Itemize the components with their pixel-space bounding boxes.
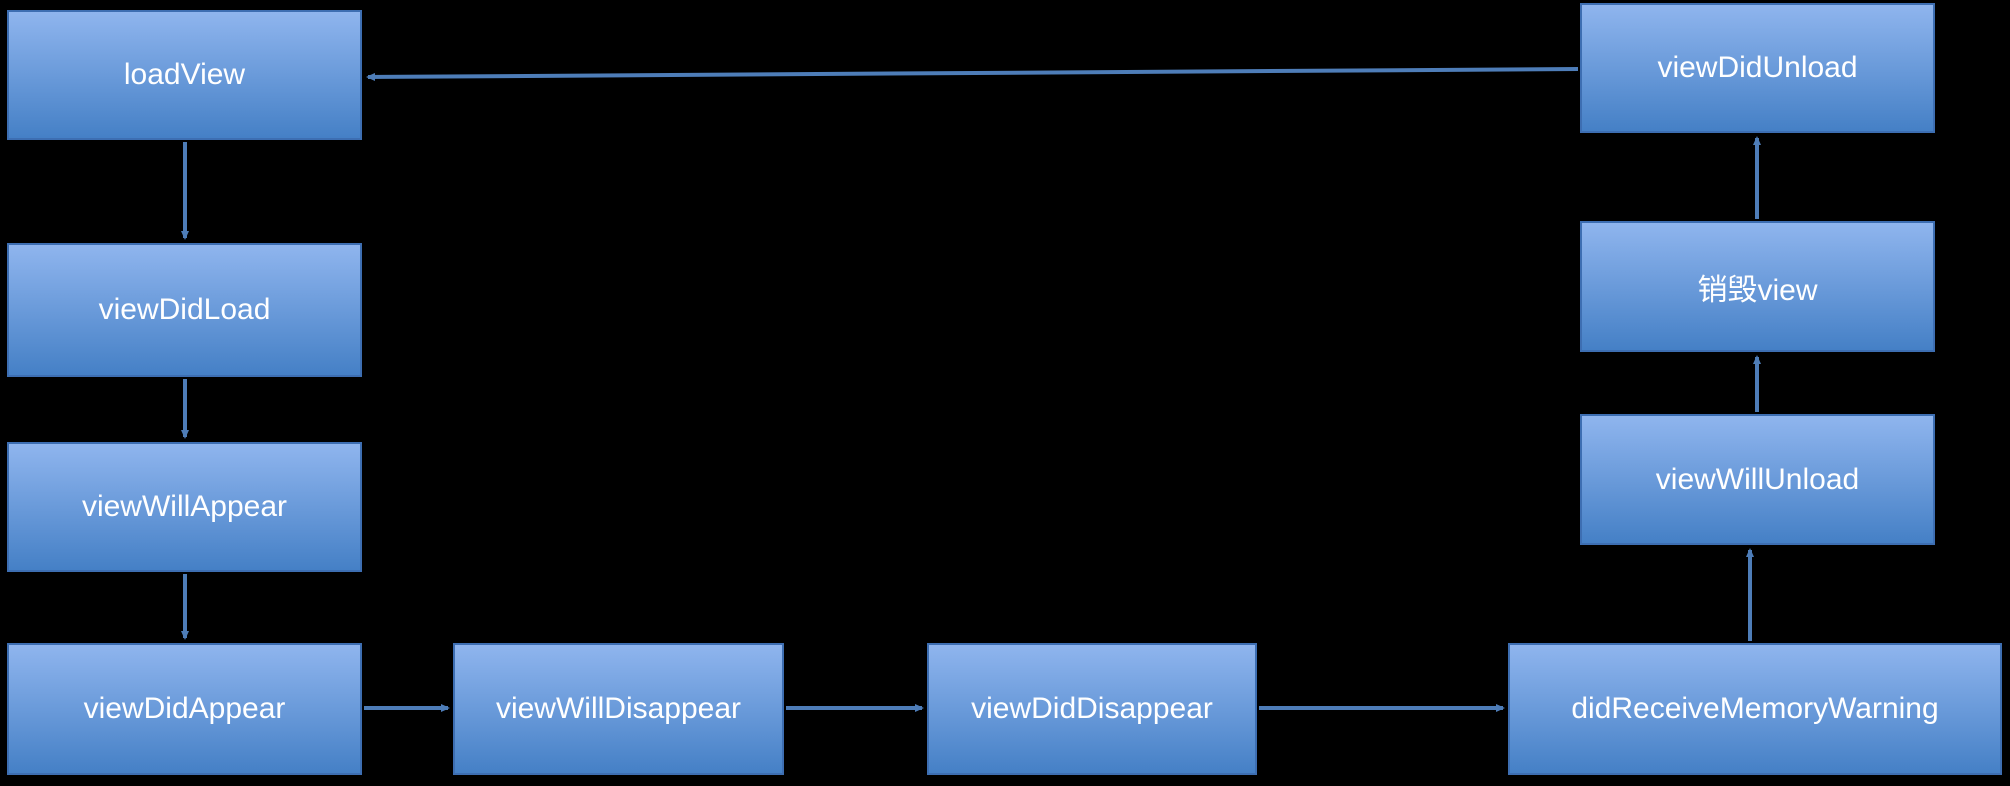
node-loadView: loadView (7, 10, 362, 140)
edge-viewDidUnload-to-loadView (366, 67, 1579, 81)
node-viewDidLoad: viewDidLoad (7, 243, 362, 377)
node-viewWillDisappear: viewWillDisappear (453, 643, 784, 775)
node-label: viewDidAppear (83, 692, 286, 725)
node-viewWillUnload: viewWillUnload (1580, 414, 1935, 545)
node-destroy-view: 销毁view (1580, 221, 1935, 352)
node-label: viewDidUnload (1657, 51, 1858, 84)
node-viewDidDisappear: viewDidDisappear (927, 643, 1257, 775)
node-label: viewWillAppear (81, 490, 288, 523)
node-viewDidAppear: viewDidAppear (7, 643, 362, 775)
node-label: didReceiveMemoryWarning (1571, 692, 1939, 725)
node-label: loadView (123, 58, 246, 91)
node-viewDidUnload: viewDidUnload (1580, 3, 1935, 133)
node-label: viewDidLoad (98, 293, 271, 326)
node-label: 销毁view (1697, 273, 1818, 307)
node-label: viewDidDisappear (971, 692, 1213, 725)
node-label: viewWillDisappear (495, 692, 742, 725)
node-didReceiveMemoryWarning: didReceiveMemoryWarning (1508, 643, 2002, 775)
node-viewWillAppear: viewWillAppear (7, 442, 362, 572)
node-label: viewWillUnload (1655, 462, 1860, 496)
